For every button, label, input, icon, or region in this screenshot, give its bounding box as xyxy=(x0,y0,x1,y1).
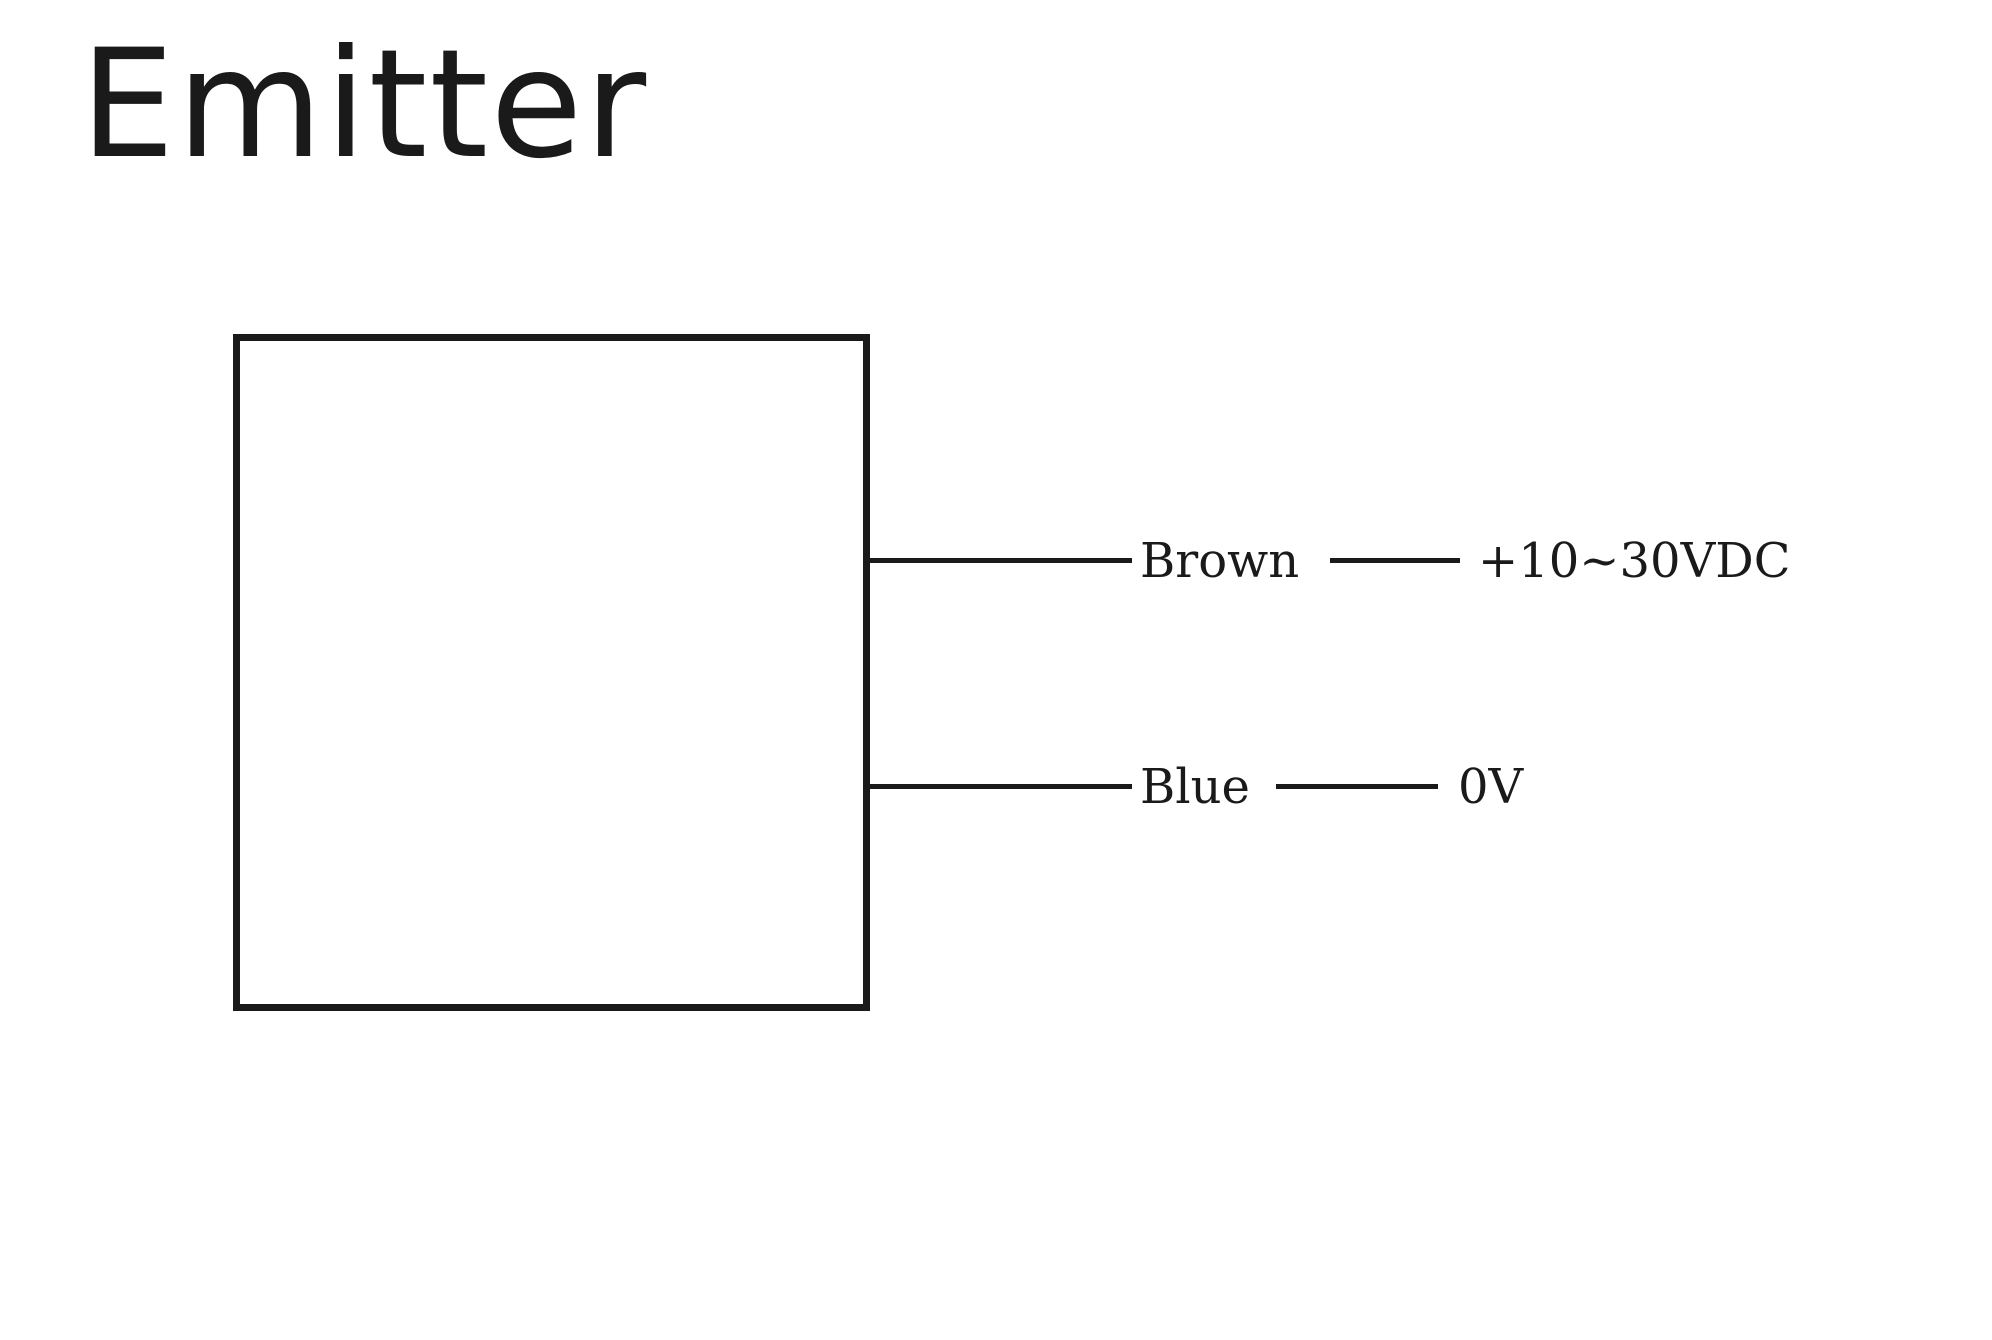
blue-signal-label: 0V xyxy=(1458,759,1524,815)
blue-wire-label: Blue xyxy=(1140,759,1250,815)
brown-signal-label: +10~30VDC xyxy=(1478,533,1791,589)
blue-signal-line xyxy=(1276,784,1438,789)
blue-wire-line xyxy=(870,784,1132,789)
diagram-title: Emitter xyxy=(80,18,649,192)
brown-wire-label: Brown xyxy=(1140,533,1300,589)
brown-wire-line xyxy=(870,558,1132,563)
brown-signal-line xyxy=(1330,558,1460,563)
emitter-block xyxy=(233,334,870,1011)
